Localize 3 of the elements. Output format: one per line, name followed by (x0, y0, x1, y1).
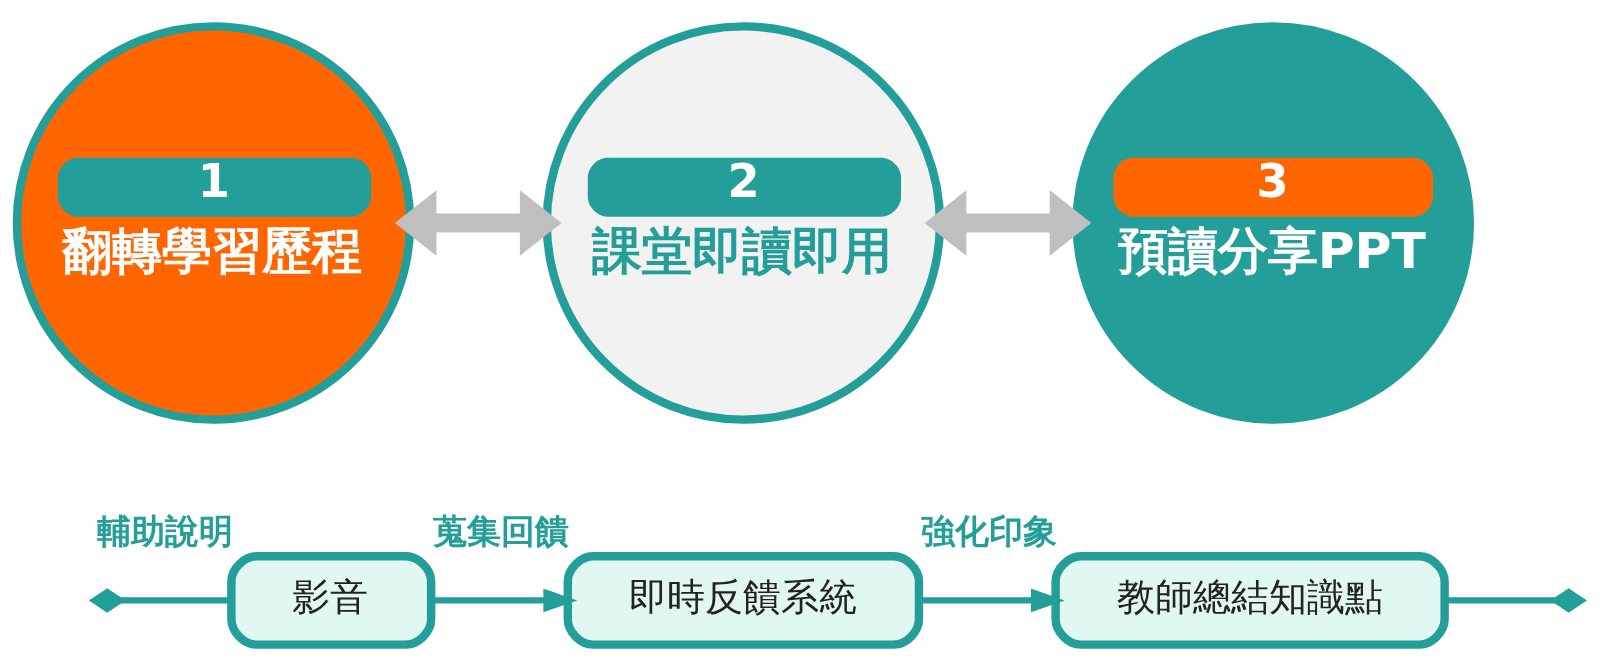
node-label: 蒐集回饋 (433, 511, 570, 551)
node-label: 輔助說明 (96, 511, 233, 551)
node-label: 強化印象 (921, 511, 1058, 551)
